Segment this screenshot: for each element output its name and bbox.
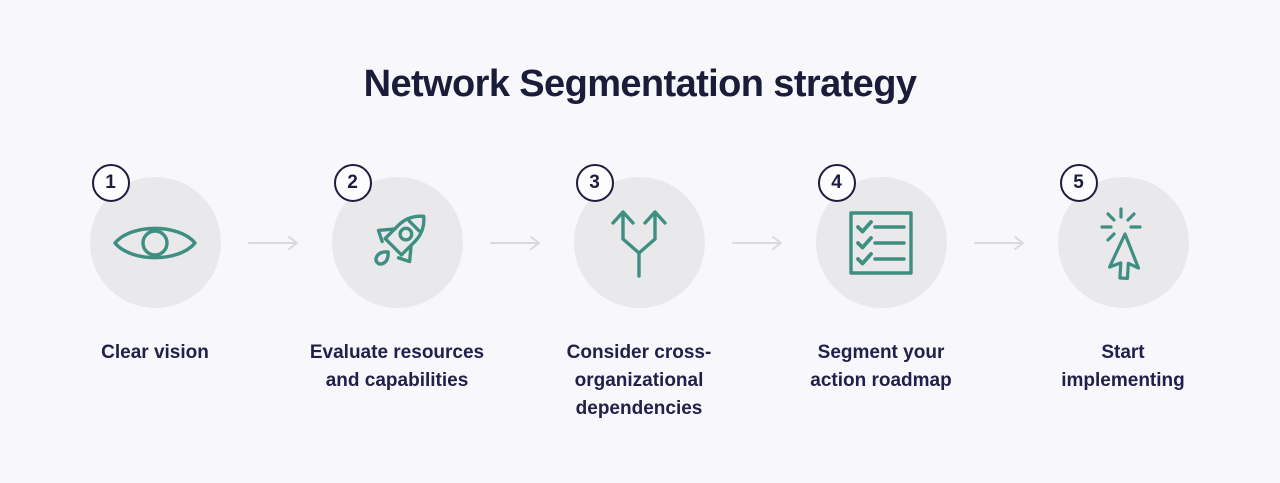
branch-arrows-icon xyxy=(611,209,667,278)
step-4-number-badge: 4 xyxy=(817,164,856,202)
arrow-right-icon xyxy=(490,236,540,250)
arrow-right-icon xyxy=(248,236,298,250)
step-5-label: Start implementing xyxy=(1061,342,1185,391)
step-4-bubble: 4 xyxy=(815,164,947,308)
page-title: Network Segmentation strategy xyxy=(363,63,917,105)
step-2-label: Evaluate resources and capabilities xyxy=(309,342,485,391)
eye-icon xyxy=(113,226,197,259)
step-evaluate-resources: 2 Evaluate resources and capabilities xyxy=(276,164,518,395)
step-segment-roadmap: 4 Segment your action roadmap xyxy=(760,164,1002,395)
step-start-implementing: 5 Start implementing xyxy=(1002,164,1244,395)
step-5-bubble: 5 xyxy=(1057,164,1189,308)
step-1-bubble: 1 xyxy=(89,164,221,308)
step-3-number-badge: 3 xyxy=(575,164,614,202)
step-cross-org-dependencies: 3 Consider cross- organizational depende… xyxy=(518,164,760,423)
step-4-label: Segment your action roadmap xyxy=(810,342,952,391)
arrow-right-icon xyxy=(732,236,782,250)
cursor-click-icon xyxy=(1100,206,1142,280)
step-2-number-badge: 2 xyxy=(333,164,372,202)
step-2-bubble: 2 xyxy=(331,164,463,308)
rocket-icon xyxy=(374,213,426,266)
arrow-right-icon xyxy=(974,236,1024,250)
step-3-label: Consider cross- organizational dependenc… xyxy=(566,342,712,419)
step-clear-vision: 1 Clear vision xyxy=(34,164,276,367)
step-1-label: Clear vision xyxy=(101,342,209,363)
checklist-icon xyxy=(849,210,913,275)
step-3-bubble: 3 xyxy=(573,164,705,308)
step-5-number-badge: 5 xyxy=(1059,164,1098,202)
step-1-number-badge: 1 xyxy=(91,164,130,202)
